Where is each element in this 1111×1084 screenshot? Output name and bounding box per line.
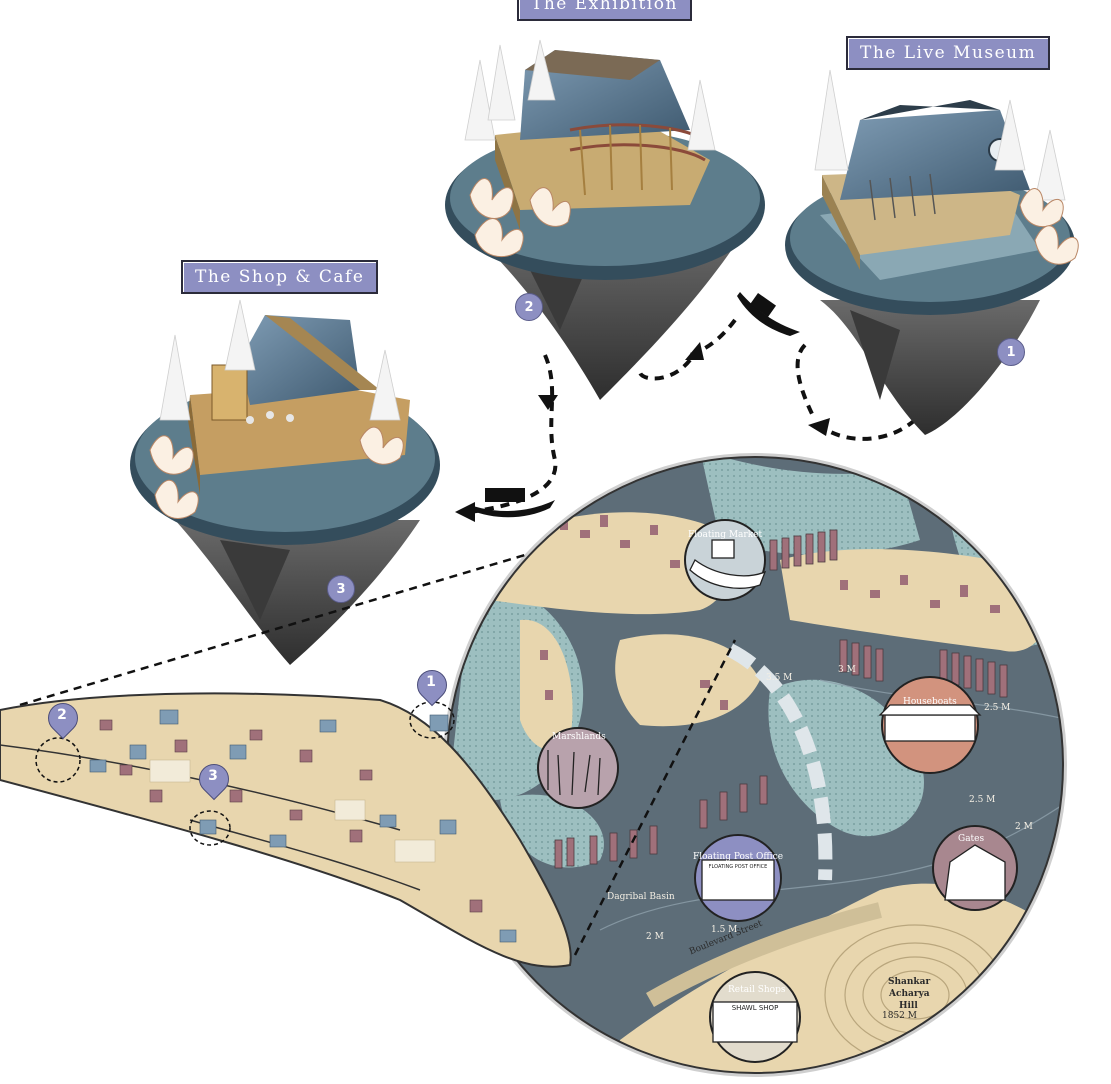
depth-label: 3.5 M bbox=[766, 673, 793, 683]
pin-label: 3 bbox=[208, 768, 218, 784]
island-shop-cafe bbox=[130, 315, 440, 665]
title-shop-cafe: The Shop & Cafe bbox=[181, 260, 379, 294]
lotus-flower-icon bbox=[149, 178, 1079, 519]
post-sign-text: FLOATING POST OFFICE bbox=[709, 864, 768, 870]
island-live-museum bbox=[785, 100, 1075, 435]
depth-label: 2.5 M bbox=[984, 703, 1011, 713]
place-label-hill-elevation: 1852 M bbox=[882, 1011, 917, 1021]
place-label-hill-2: Acharya bbox=[889, 989, 930, 999]
place-label-basin: Dagribal Basin bbox=[607, 892, 675, 902]
title-live-museum: The Live Museum bbox=[846, 36, 1051, 70]
depth-label: 2 M bbox=[646, 932, 664, 942]
stop-number-badge: 2 bbox=[515, 293, 543, 321]
place-label-hill-1: Shankar bbox=[888, 977, 931, 987]
poi-label-floating-post-office: Floating Post Office bbox=[693, 852, 784, 862]
poi-sketches bbox=[547, 539, 1006, 1043]
pin-label: 2 bbox=[57, 707, 67, 723]
depth-label: 1.5 M bbox=[711, 925, 738, 935]
poi-label-marshlands: Marshlands bbox=[552, 732, 606, 742]
shikara-boat-icon bbox=[470, 292, 800, 518]
pin-label: 1 bbox=[426, 674, 436, 690]
island-exhibition bbox=[445, 50, 765, 400]
route-arrows bbox=[455, 342, 830, 522]
tree-cluster bbox=[159, 39, 1066, 421]
depth-label: 3 M bbox=[838, 665, 856, 675]
map-pin-icon: 3 bbox=[192, 757, 236, 804]
poi-label-houseboats: Houseboats bbox=[903, 697, 957, 707]
site-plan bbox=[0, 692, 572, 968]
map-pin-icon: 1 bbox=[410, 663, 454, 710]
poi-label-gates: Gates bbox=[958, 834, 985, 844]
retail-sign-text: SHAWL SHOP bbox=[732, 1004, 779, 1012]
title-exhibition: The Exhibition bbox=[517, 0, 692, 21]
poi-label-floating-market: Floating Market bbox=[688, 530, 763, 540]
map-pin-icon: 2 bbox=[41, 696, 85, 743]
poi-label-retail-shops: Retail Shops bbox=[728, 985, 786, 995]
place-label-hill-3: Hill bbox=[899, 1001, 918, 1011]
stop-number-badge: 1 bbox=[997, 338, 1025, 366]
depth-label: 2.5 M bbox=[969, 795, 996, 805]
stop-number-badge: 3 bbox=[327, 575, 355, 603]
zoom-lines bbox=[19, 553, 737, 956]
depth-label: 2 M bbox=[1015, 822, 1033, 832]
